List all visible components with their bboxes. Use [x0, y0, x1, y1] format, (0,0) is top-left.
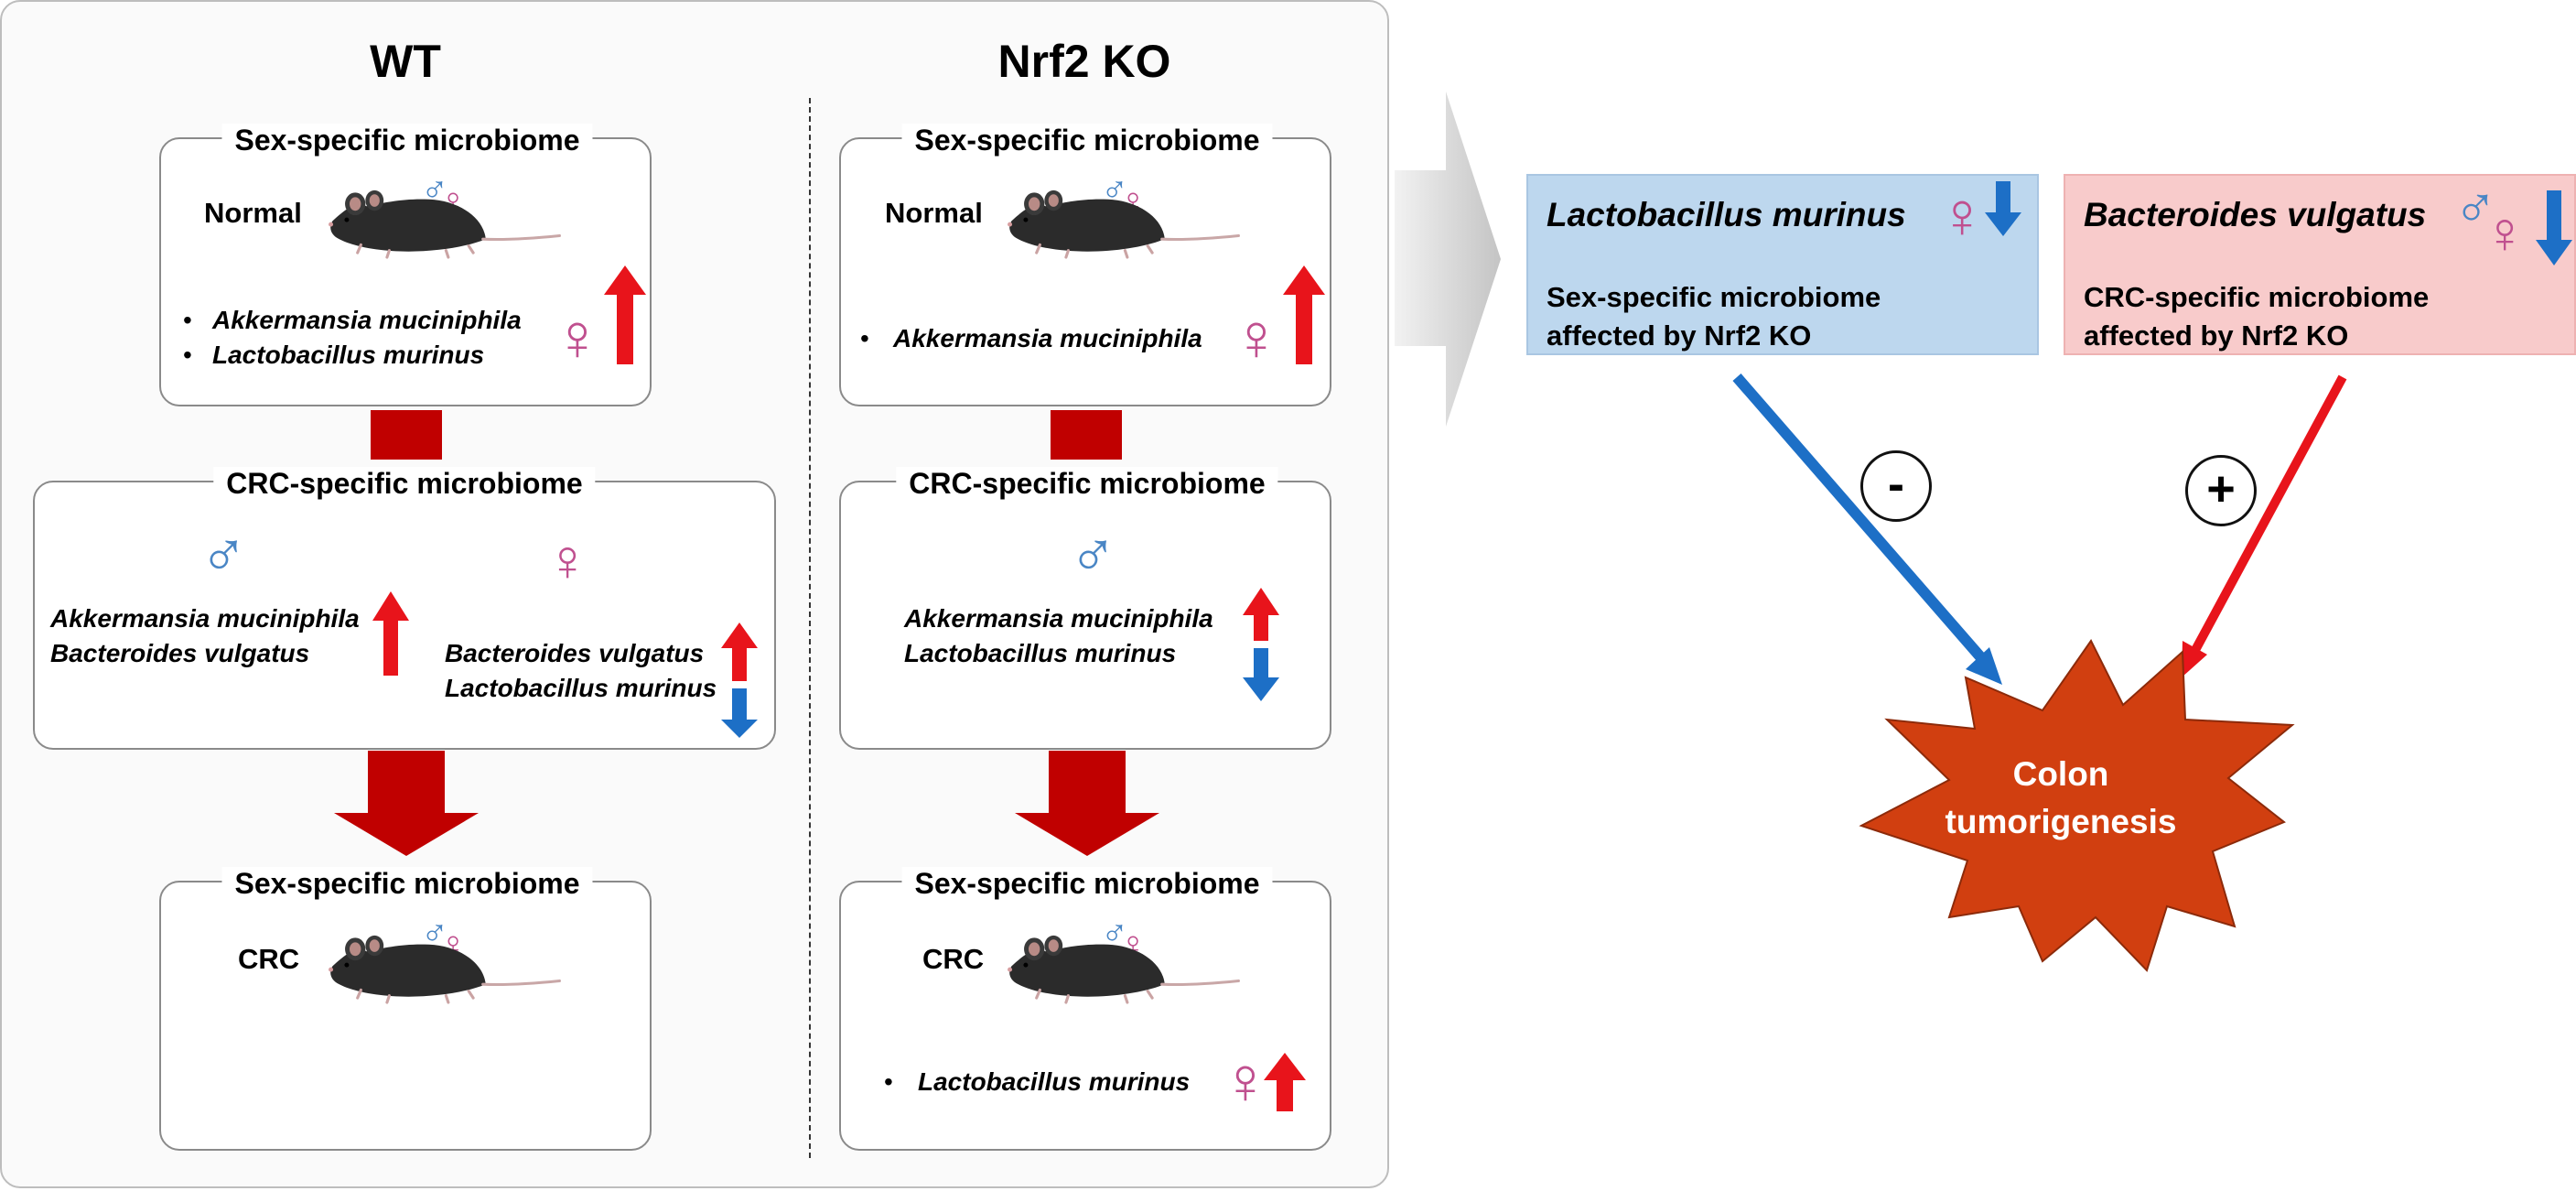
ko-normal-species-akkermansia: Akkermansia muciniphila	[893, 324, 1202, 352]
bullet: •	[860, 324, 869, 352]
up-arrow-icon	[1283, 265, 1325, 364]
inhibit-arrow-head	[1966, 647, 2002, 685]
lactobacillus-info-title: Lactobacillus murinus	[1547, 196, 1906, 233]
wt-title: WT	[370, 36, 441, 87]
tumorigenesis-burst	[1859, 639, 2295, 972]
outcome-line1: Colon	[2012, 755, 2109, 793]
wt-crc-female-bacteroides: Bacteroides vulgatus	[445, 639, 705, 667]
ko-crc-male-akkermansia: Akkermansia muciniphila	[904, 604, 1213, 633]
flow-connector	[1051, 410, 1122, 460]
ko-normal-box	[839, 137, 1331, 406]
big-transition-arrow	[1395, 92, 1501, 427]
ko-crc-specific-title: CRC-specific microbiome	[896, 467, 1278, 501]
female-symbol-icon: ♀	[1232, 301, 1281, 374]
down-arrow-icon	[721, 688, 758, 738]
up-arrow-icon	[604, 265, 646, 364]
wt-crc-label: CRC	[238, 943, 300, 975]
lactobacillus-info-line2: affected by Nrf2 KO	[1547, 319, 1812, 352]
lactobacillus-info-text: Sex-specific microbiome affected by Nrf2…	[1547, 278, 1881, 355]
female-symbol-icon: ♀	[1221, 1045, 1270, 1118]
male-symbol-icon: ♂	[1069, 516, 1117, 588]
flow-arrow-down	[334, 751, 479, 856]
mouse-icon	[327, 934, 561, 1004]
wt-normal-species-akkermansia: Akkermansia muciniphila	[212, 306, 522, 334]
down-arrow-icon	[1985, 181, 2021, 236]
positive-effect-circle: +	[2185, 455, 2257, 526]
up-arrow-icon	[1243, 588, 1279, 641]
promote-arrow-head	[2182, 641, 2207, 677]
male-symbol-icon: ♂	[199, 516, 248, 588]
bacteroides-info-line2: affected by Nrf2 KO	[2084, 319, 2349, 352]
lactobacillus-info-box: Lactobacillus murinus Sex-specific micro…	[1526, 174, 2039, 355]
male-symbol-icon: ♂	[1101, 912, 1128, 952]
promote-arrow-line	[2190, 374, 2347, 655]
ko-crc-male-lactobacillus: Lactobacillus murinus	[904, 639, 1177, 667]
female-symbol-icon: ♀	[545, 527, 589, 593]
down-arrow-icon	[2536, 190, 2572, 265]
wt-crc-box	[159, 881, 652, 1151]
flow-arrow-down	[1015, 751, 1159, 856]
mouse-icon	[1006, 189, 1240, 259]
column-divider	[809, 98, 811, 1158]
lactobacillus-info-line1: Sex-specific microbiome	[1547, 281, 1881, 313]
wt-normal-label: Normal	[204, 197, 302, 229]
male-symbol-icon: ♂	[2453, 172, 2497, 238]
bacteroides-info-box: Bacteroides vulgatus CRC-specific microb…	[2064, 174, 2576, 355]
mouse-icon	[1006, 934, 1240, 1004]
up-arrow-icon	[372, 591, 409, 676]
negative-effect-circle: -	[1860, 450, 1932, 522]
up-arrow-icon	[721, 623, 758, 681]
ko-crc-species-lactobacillus: Lactobacillus murinus	[918, 1067, 1191, 1096]
ko-normal-box-title: Sex-specific microbiome	[901, 124, 1273, 157]
female-symbol-icon: ♀	[2483, 200, 2527, 265]
outcome-label: Colon tumorigenesis	[1914, 751, 2207, 846]
inhibit-arrow-line	[1732, 374, 1989, 665]
bacteroides-info-title: Bacteroides vulgatus	[2084, 196, 2427, 233]
wt-crc-male-akkermansia: Akkermansia muciniphila	[50, 604, 360, 633]
bacteroides-info-line1: CRC-specific microbiome	[2084, 281, 2430, 313]
outcome-line2: tumorigenesis	[1945, 803, 2177, 840]
up-arrow-icon	[1264, 1053, 1306, 1111]
wt-normal-species-lactobacillus: Lactobacillus murinus	[212, 341, 485, 369]
ko-title: Nrf2 KO	[997, 36, 1171, 87]
ko-crc-label: CRC	[922, 943, 985, 975]
flow-connector	[371, 410, 442, 460]
down-arrow-icon	[1243, 648, 1279, 701]
bacteroides-info-text: CRC-specific microbiome affected by Nrf2…	[2084, 278, 2429, 355]
ko-crc-box-title: Sex-specific microbiome	[901, 867, 1273, 901]
mouse-icon	[327, 189, 561, 259]
bullet: •	[183, 341, 192, 369]
wt-crc-box-title: Sex-specific microbiome	[221, 867, 593, 901]
wt-crc-female-lactobacillus: Lactobacillus murinus	[445, 674, 717, 702]
ko-crc-box	[839, 881, 1331, 1151]
male-symbol-icon: ♂	[421, 912, 448, 952]
bullet: •	[183, 306, 192, 334]
wt-normal-box-title: Sex-specific microbiome	[221, 124, 593, 157]
female-symbol-icon: ♀	[1938, 179, 1987, 251]
bullet: •	[884, 1067, 893, 1096]
ko-normal-label: Normal	[885, 197, 983, 229]
female-symbol-icon: ♀	[553, 301, 602, 374]
wt-crc-male-bacteroides: Bacteroides vulgatus	[50, 639, 310, 667]
wt-crc-specific-title: CRC-specific microbiome	[213, 467, 596, 501]
